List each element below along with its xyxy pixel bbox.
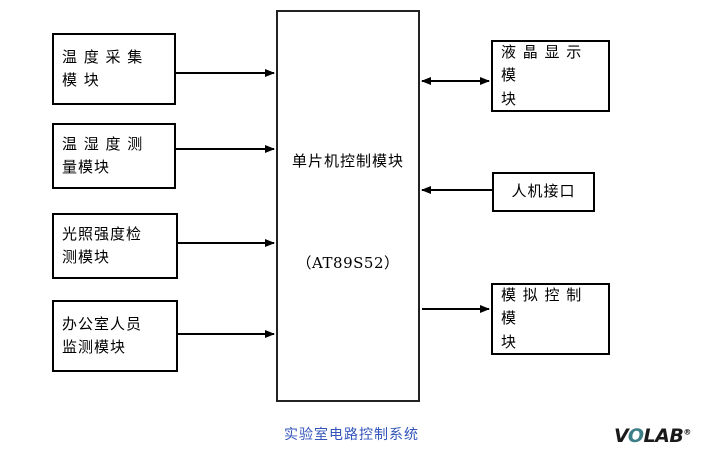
logo-text-v: V <box>614 425 628 447</box>
mcu-title: 单片机控制模块 <box>291 152 404 170</box>
block-office-personnel-monitoring[interactable]: 办公室人员 监测模块 <box>52 300 178 372</box>
logo-text-o: O <box>627 425 644 447</box>
block-humidity-measurement[interactable]: 温 湿 度 测 量模块 <box>52 123 176 189</box>
block-human-machine-interface[interactable]: 人机接口 <box>492 172 595 212</box>
block-light-intensity-detection[interactable]: 光照强度检 测模块 <box>52 213 178 279</box>
mcu-subtitle: （AT89S52） <box>296 254 400 272</box>
block-label: 温 度 采 集 模 块 <box>62 47 144 89</box>
block-label: 温 湿 度 测 量模块 <box>62 134 144 176</box>
block-label: 光照强度检 测模块 <box>62 224 143 266</box>
logo-registered-mark: ® <box>683 427 691 437</box>
block-mcu-control-module[interactable]: 单片机控制模块 （AT89S52） <box>276 10 420 402</box>
block-temperature-acquisition[interactable]: 温 度 采 集 模 块 <box>52 33 176 105</box>
block-analog-control-module[interactable]: 模 拟 控 制 模 块 <box>491 283 610 355</box>
block-label: 液 晶 显 示 模 块 <box>501 43 583 108</box>
block-label: 人机接口 <box>511 182 576 201</box>
block-label: 办公室人员 监测模块 <box>62 314 143 356</box>
diagram-caption: 实验室电路控制系统 <box>284 427 419 443</box>
block-lcd-display-module[interactable]: 液 晶 显 示 模 块 <box>491 40 610 112</box>
block-label: 模 拟 控 制 模 块 <box>501 286 583 351</box>
volab-logo: VOLAB® <box>614 427 691 446</box>
logo-text-lab: LAB <box>643 425 684 447</box>
